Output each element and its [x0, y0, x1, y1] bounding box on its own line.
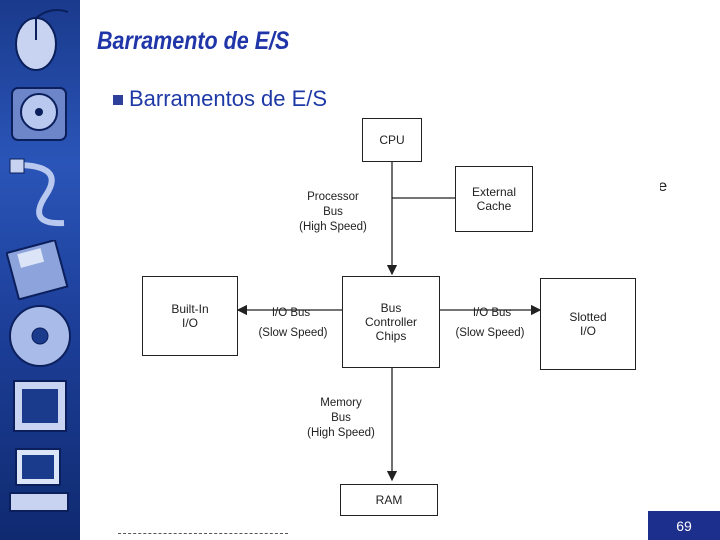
page-number-badge: 69 — [648, 511, 720, 540]
bus-controller-box: Bus Controller Chips — [342, 276, 440, 368]
built-in-io-box: Built-In I/O — [142, 276, 238, 356]
cable-icon — [6, 155, 74, 230]
io-bus-label-left: I/O Bus — [271, 307, 311, 319]
slotted-io-box: Slotted I/O — [540, 278, 636, 370]
ram-box: RAM — [340, 484, 438, 516]
slow-speed-label-right: (Slow Speed) — [455, 327, 525, 339]
floppy-disk-icon — [6, 240, 74, 300]
slide-title: Barramento de E/S — [97, 27, 290, 55]
computer-icon — [6, 445, 74, 525]
intel-pentium-chip-icon — [6, 375, 74, 437]
memory-bus-label: Memory Bus (High Speed) — [307, 397, 375, 439]
slow-speed-label-left: (Slow Speed) — [258, 327, 328, 339]
bus-architecture-diagram: CPU External Cache Processor Bus (High S… — [120, 110, 660, 520]
diagram-connectors — [236, 162, 542, 482]
cpu-box: CPU — [362, 118, 422, 162]
hard-disk-icon — [6, 80, 74, 148]
io-bus-label-right: I/O Bus — [472, 307, 512, 319]
footer-rule — [118, 533, 288, 535]
processor-bus-label: Processor Bus (High Speed) — [299, 191, 367, 233]
mouse-icon — [6, 6, 74, 76]
bullet-text: Barramentos de E/S — [129, 86, 328, 111]
cd-disc-icon — [6, 300, 74, 372]
bullet-marker — [113, 95, 123, 105]
external-cache-box: External Cache — [455, 166, 533, 232]
decorative-side-strip — [0, 0, 80, 540]
